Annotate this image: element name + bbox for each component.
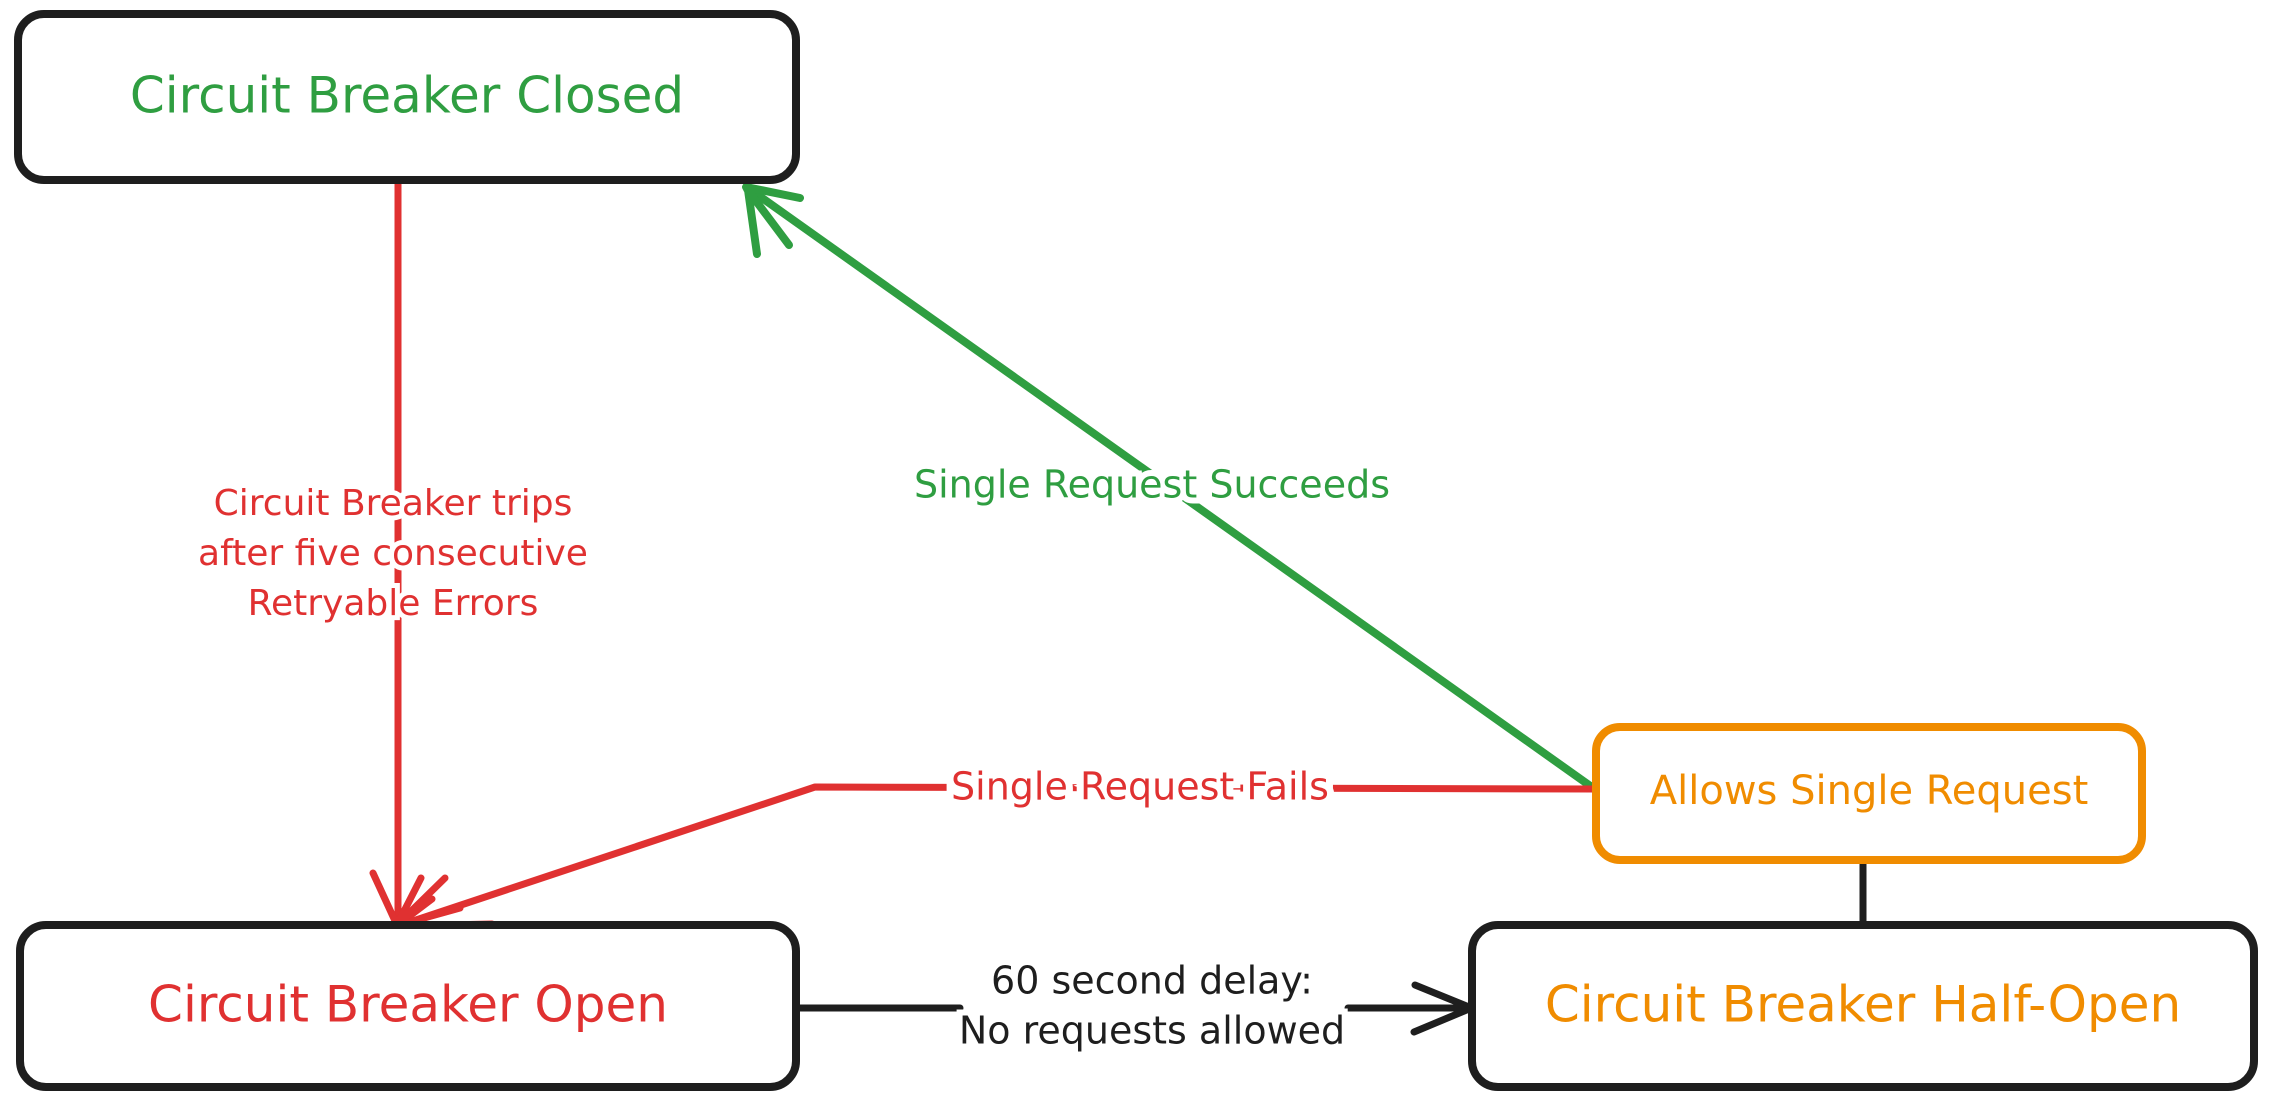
edge-allows-to-closed-line [744,184,1600,794]
node-circuit-breaker-half-open[interactable]: Circuit Breaker Half-Open [1468,921,2258,1091]
edge-label-open-to-halfopen-line2: No requests allowed [959,1009,1345,1053]
node-allows-box [1592,723,2146,864]
edge-label-closed-to-open-line3: Retryable Errors [248,583,539,624]
node-halfopen-box [1468,921,2258,1091]
edge-label-allows-to-open-line1: Single Request Fails [951,765,1329,809]
edge-allows-to-closed[interactable] [742,183,1600,794]
edge-label-allows-to-closed-line1: Single Request Succeeds [914,463,1390,507]
node-circuit-breaker-closed[interactable]: Circuit Breaker Closed [14,10,800,184]
node-circuit-breaker-open[interactable]: Circuit Breaker Open [16,921,800,1091]
node-halfopen-label: Circuit Breaker Half-Open [1545,976,2181,1034]
node-closed-label: Circuit Breaker Closed [130,67,684,125]
edge-label-allows-to-closed: Single Request Succeeds [908,457,1396,513]
edge-label-closed-to-open-line1: Circuit Breaker trips [214,483,573,524]
node-open-label: Circuit Breaker Open [148,976,668,1034]
node-allows-label: Allows Single Request [1650,768,2089,814]
edge-open-to-halfopen-arrowhead [1410,981,1473,1036]
node-allows-single-request[interactable]: Allows Single Request [1592,723,2146,864]
edge-label-allows-to-open: Single Request Fails [944,758,1336,816]
edge-label-closed-to-open: Circuit Breaker trips after five consecu… [193,478,593,629]
node-open-box [16,921,800,1091]
edge-allows-to-closed-arrowhead [742,183,804,258]
edge-open-to-halfopen[interactable] [792,981,1473,1036]
node-closed-box [14,10,800,184]
edge-label-open-to-halfopen-line1: 60 second delay: [991,959,1313,1003]
edge-label-closed-to-open-line2: after five consecutive [198,533,588,574]
edge-allows-to-open-line [394,783,1600,930]
edge-label-open-to-halfopen: 60 second delay: No requests allowed [953,953,1351,1059]
